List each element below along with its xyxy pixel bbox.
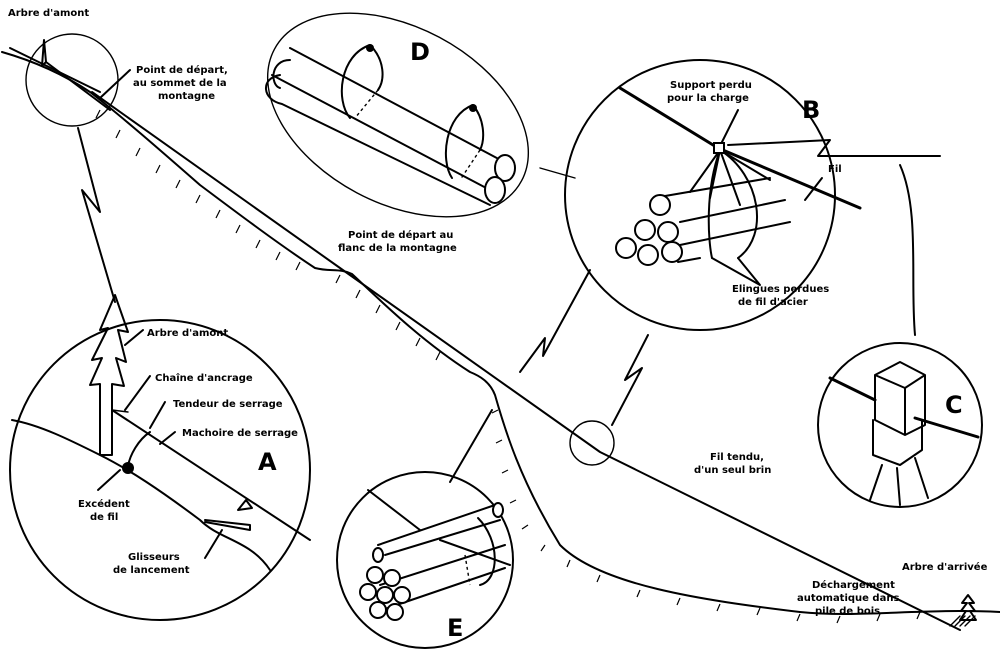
anchor-tree-icon: [89, 294, 129, 456]
main-cable: [91, 91, 961, 631]
label-A-machoire: Machoire de serrage: [182, 428, 298, 439]
label-point-depart-sommet: Point de départ, au sommet de la montagn…: [133, 64, 231, 102]
detail-letter-C: C: [945, 391, 963, 419]
detail-letter-A: A: [258, 448, 277, 476]
cable-detail-circle: [569, 420, 615, 466]
summit-leader-line: [99, 69, 131, 99]
hatch-ticks: [95, 109, 921, 624]
label-elingues: Elingues perdues de fil d'acier: [732, 284, 833, 308]
zigzag-arrow-B-to-small: [611, 334, 649, 426]
label-arbre-amont-top: Arbre d'amont: [8, 8, 89, 19]
zigzag-arrow-summit-A: [77, 127, 116, 303]
detail-letter-D: D: [410, 38, 430, 66]
zigzag-arrow-E-to-B: [519, 269, 591, 373]
detail-C: [817, 342, 983, 508]
launch-skid-icon: [204, 499, 253, 531]
label-arbre-arrivee: Arbre d'arrivée: [902, 561, 988, 573]
label-A-excedent: Excédent de fil: [78, 498, 133, 523]
detail-summit-circle: [25, 33, 131, 127]
arrow-D-to-B: [539, 167, 576, 179]
label-A-tendeur: Tendeur de serrage: [173, 399, 283, 410]
detail-letter-E: E: [447, 614, 463, 642]
arrow-E-to-profile: [449, 409, 493, 483]
detail-D: [265, 12, 530, 218]
label-point-depart-flanc: Point de départ au flanc de la montagne: [338, 229, 457, 254]
mountain-profile: [1, 51, 1000, 624]
detail-A: [9, 294, 311, 621]
label-support-perdu: Support perdu pour la charge: [667, 80, 755, 104]
label-A-glisseurs: Glisseurs de lancement: [113, 552, 190, 576]
label-fil: Fil: [828, 164, 842, 175]
label-A-arbre-amont: Arbre d'amont: [147, 328, 228, 339]
label-fil-tendu: Fil tendu, d'un seul brin: [694, 452, 771, 476]
detail-letter-B: B: [802, 96, 820, 124]
detail-E: [336, 471, 514, 649]
arrival-tree-icon: [949, 594, 977, 627]
arrow-B-to-C: [899, 164, 916, 336]
label-A-chaine: Chaîne d'ancrage: [155, 372, 253, 384]
label-dechargement: Déchargement automatique dans pile de bo…: [797, 579, 903, 617]
summit-tree-icon: [41, 39, 47, 67]
detail-B: [564, 59, 941, 331]
